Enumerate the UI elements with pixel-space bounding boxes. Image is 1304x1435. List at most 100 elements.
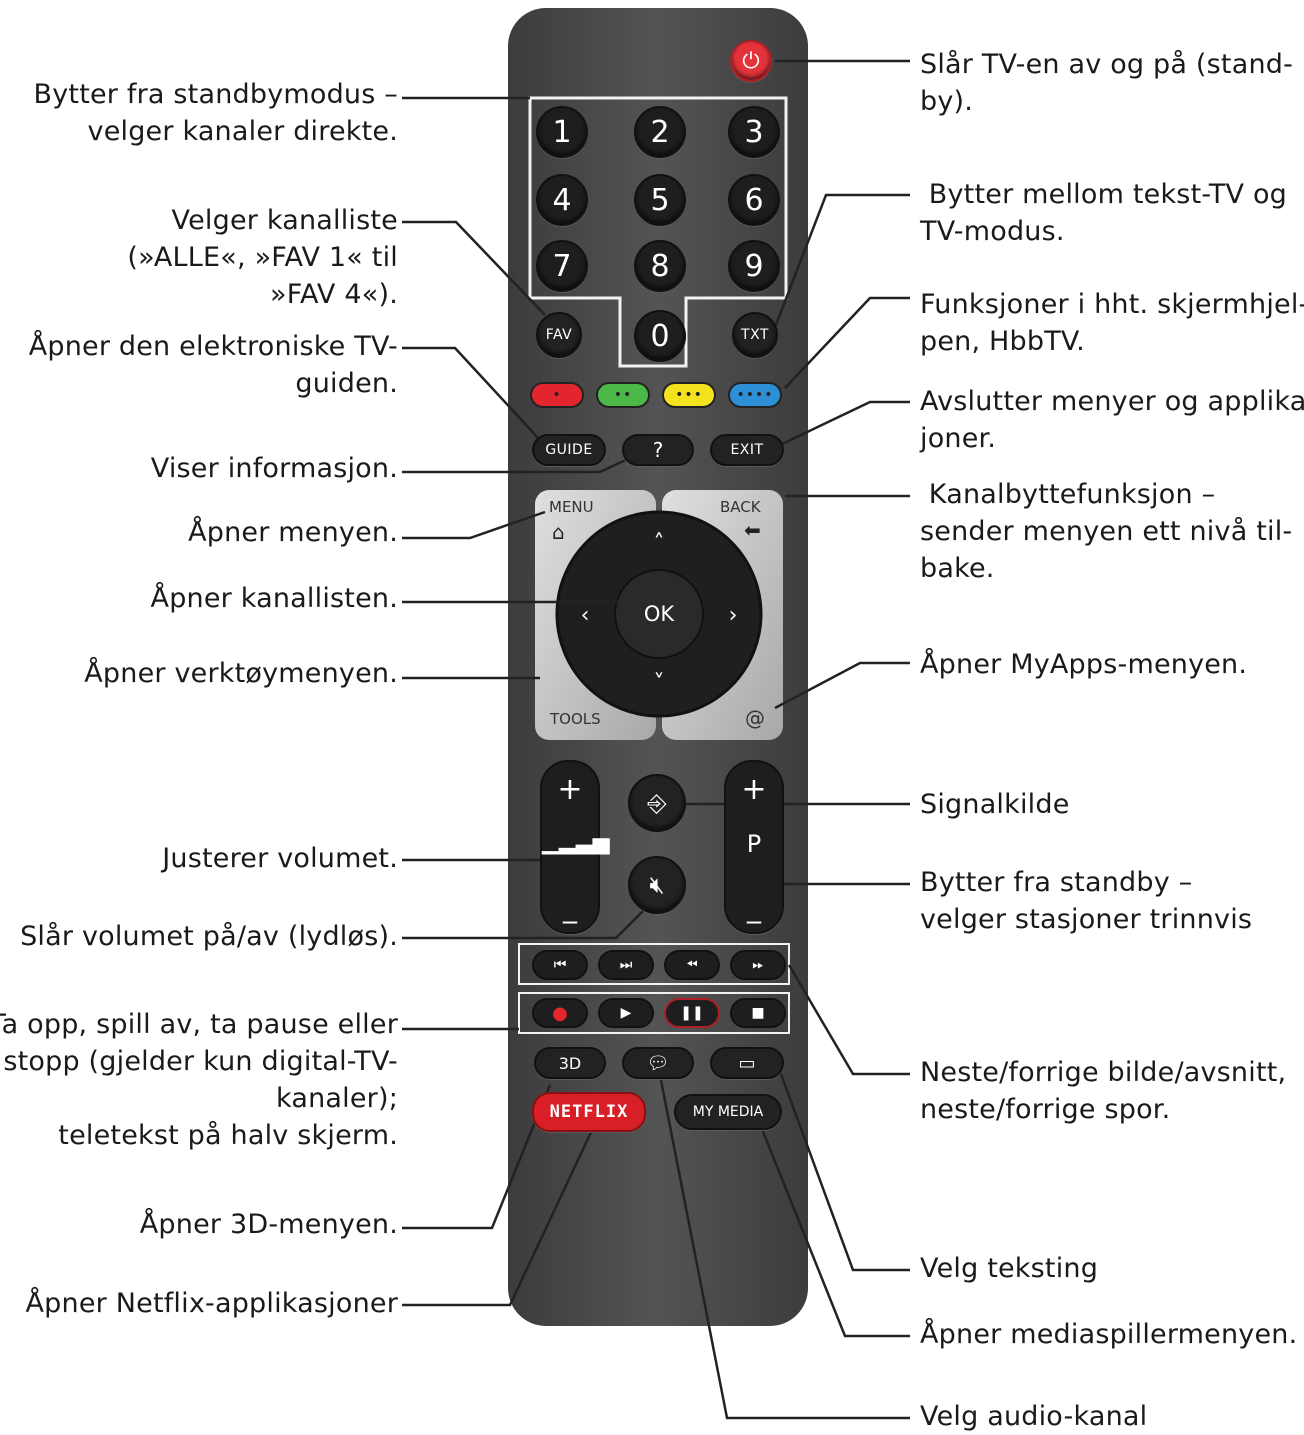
label-epg: Åpner den elektroniske TV-guiden. [28,331,398,399]
skip-forward-icon: ⏭︎ [619,957,633,973]
label-audio: Velg audio-kanal [920,1401,1148,1432]
power-button[interactable]: ⏻ [730,40,772,82]
nav-pad [535,490,783,740]
label-myapps: Åpner MyApps-menyen. [920,649,1248,680]
yellow-button[interactable]: ••• [662,382,716,408]
digit-1-button[interactable]: 1 [536,106,588,158]
label-menu: Åpner menyen. [188,517,398,548]
myapps-button[interactable]: @ [745,706,765,730]
info-button[interactable]: ? [622,434,694,466]
digit-6-button[interactable]: 6 [728,174,780,226]
speech-bubble-icon: 💬︎ [646,1052,670,1074]
digit-5-button[interactable]: 5 [634,174,686,226]
label-power: Slår TV-en av og på (stand-by). [920,49,1294,117]
prev-track-button[interactable]: ⏮︎ [532,950,588,980]
stop-icon: ■ [751,1005,765,1021]
pause-icon: ❚❚ [680,1005,704,1021]
label-subtitle: Velg teksting [920,1253,1099,1284]
subtitle-icon: ▭ [738,1052,756,1074]
chevron-right-icon: › [728,602,738,628]
back-button[interactable]: BACK [720,498,761,516]
tools-button[interactable]: TOOLS [550,710,601,728]
transport-frame [518,943,790,985]
rewind-button[interactable]: ⏪︎ [664,950,720,980]
pause-button[interactable]: ❚❚ [664,998,720,1028]
digit-8-button[interactable]: 8 [634,240,686,292]
label-tools: Åpner verktøymenyen. [84,658,398,689]
fast-forward-icon: ⏩︎ [752,957,764,973]
stop-button[interactable]: ■ [730,998,786,1028]
mute-icon: 🔇︎ [649,871,665,899]
next-track-button[interactable]: ⏭︎ [598,950,654,980]
txt-button[interactable]: TXT [732,312,778,358]
label-back: Kanalbyttefunksjon –sender menyen ett ni… [920,479,1293,584]
source-input-icon: ⎆ [647,789,667,817]
3d-button[interactable]: 3D [534,1047,606,1079]
digit-2-button[interactable]: 2 [634,106,686,158]
play-icon: ▶ [620,1005,632,1021]
digit-7-button[interactable]: 7 [536,240,588,292]
label-standby-direct: Bytter fra standbymodus –velger kanaler … [33,79,398,147]
exit-button[interactable]: EXIT [710,434,784,466]
label-info: Viser informasjon. [150,453,398,484]
green-button[interactable]: •• [596,382,650,408]
digit-frame [528,96,788,368]
red-button[interactable]: • [530,382,584,408]
my-media-button[interactable]: MY MEDIA [674,1094,782,1130]
nav-down-button[interactable]: ˅ [644,668,674,698]
volume-down-button[interactable]: _ [563,891,577,924]
label-volume: Justerer volumet. [162,843,398,874]
nav-left-button[interactable]: ‹ [570,600,600,630]
netflix-button[interactable]: NETFLIX [532,1092,646,1132]
skip-back-icon: ⏮︎ [553,957,567,973]
mute-button[interactable]: 🔇︎ [628,856,686,914]
label-mymedia: Åpner mediaspillermenyen. [920,1319,1298,1350]
audio-button[interactable]: 💬︎ [622,1047,694,1079]
volume-bars-icon: ▁▂▃▅ [542,830,610,855]
label-netflix: Åpner Netflix-applikasjoner [25,1288,398,1319]
subtitle-button[interactable]: ▭ [710,1047,784,1079]
fav-button[interactable]: FAV [536,312,582,358]
menu-button[interactable]: MENU [549,498,594,516]
digit-3-button[interactable]: 3 [728,106,780,158]
guide-button[interactable]: GUIDE [532,434,606,466]
label-exit: Avslutter menyer og applikas-joner. [920,386,1304,454]
program-down-button[interactable]: _ [747,891,761,924]
program-rocker[interactable]: + P _ [724,760,784,934]
label-source: Signalkilde [920,789,1070,820]
label-hbbtv: Funksjoner i hht. skjermhjel-pen, HbbTV. [920,289,1304,357]
source-button[interactable]: ⎆ [628,774,686,832]
record-icon: ● [552,1002,568,1024]
digit-0-button[interactable]: 0 [634,310,686,362]
label-skip: Neste/forrige bilde/avsnitt,neste/forrig… [920,1057,1287,1125]
chevron-up-icon: ˄ [653,530,665,556]
nav-right-button[interactable]: › [718,600,748,630]
label-3d: Åpner 3D-menyen. [139,1209,398,1240]
record-button[interactable]: ● [532,998,588,1028]
volume-up-button[interactable]: + [557,772,583,807]
volume-rocker[interactable]: + ▁▂▃▅ _ [540,760,610,934]
label-mute: Slår volumet på/av (lydløs). [20,921,398,952]
play-button[interactable]: ▶ [598,998,654,1028]
fast-forward-button[interactable]: ⏩︎ [730,950,786,980]
program-up-button[interactable]: + [741,772,767,807]
back-arrow-icon: ⬅ [744,518,761,542]
nav-up-button[interactable]: ˄ [644,528,674,558]
power-icon: ⏻ [742,48,760,74]
home-icon: ⌂ [552,520,565,544]
chevron-left-icon: ‹ [580,602,590,628]
digit-9-button[interactable]: 9 [728,240,780,292]
chevron-down-icon: ˅ [653,670,665,696]
label-channel-list-select: Velger kanalliste(»ALLE«, »FAV 1« til»FA… [127,205,398,310]
program-label: P [746,830,762,858]
record-frame [518,992,790,1034]
blue-button[interactable]: •••• [728,382,782,408]
ok-button[interactable]: OK [643,602,675,626]
rewind-icon: ⏪︎ [686,957,698,973]
digit-4-button[interactable]: 4 [536,174,588,226]
label-program: Bytter fra standby –velger stasjoner tri… [920,867,1253,935]
label-channel-list: Åpner kanallisten. [150,583,398,614]
